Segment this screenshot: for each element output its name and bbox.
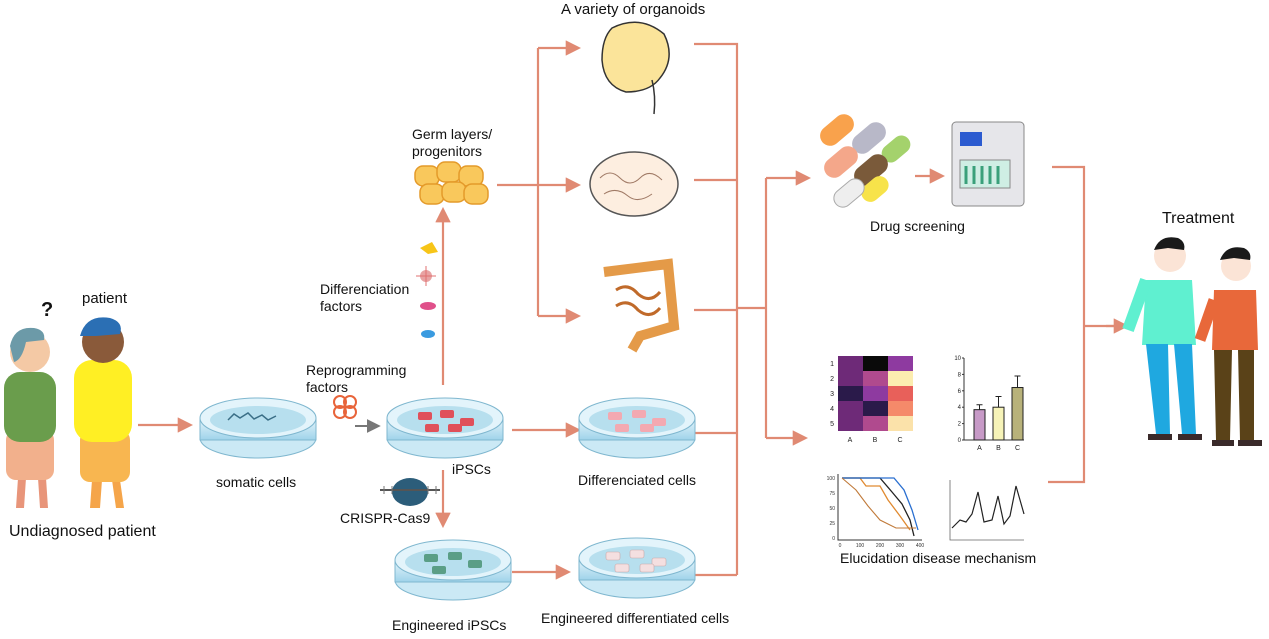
label-differenciated-cells: Differenciated cells bbox=[578, 472, 697, 488]
bar-y-tick: 0 bbox=[958, 438, 962, 444]
bar-C bbox=[1011, 387, 1024, 441]
bar-y-tick: 8 bbox=[958, 372, 962, 378]
reprogramming-factors-icon bbox=[333, 395, 357, 419]
heatmap: 1 2 3 4 5 A B C bbox=[830, 356, 913, 444]
survival-y-tick: 100 bbox=[827, 476, 836, 482]
differenciation-factors-icons bbox=[416, 242, 438, 338]
bar-x-label: C bbox=[1015, 445, 1020, 452]
germ-layers-cells-icon bbox=[414, 161, 489, 205]
treatment-person-left bbox=[1122, 237, 1202, 440]
survival-x-tick: 400 bbox=[916, 543, 925, 549]
bar-error-A bbox=[976, 404, 983, 410]
label-treatment: Treatment bbox=[1162, 210, 1235, 227]
survival-y-tick: 25 bbox=[829, 521, 835, 527]
heatmap-row-label: 1 bbox=[830, 361, 834, 368]
split-to-outputs bbox=[737, 178, 768, 438]
label-reprogramming-factors: Reprogramming factors bbox=[306, 362, 407, 395]
bar-x-label: B bbox=[996, 445, 1001, 452]
label-germ-layers: Germ layers/ progenitors bbox=[412, 126, 493, 159]
label-undiagnosed-patient: Undiagnosed patient bbox=[9, 523, 156, 540]
connector-arrows bbox=[138, 40, 1130, 580]
line-chart-peaks bbox=[949, 480, 1025, 541]
output-bracket bbox=[1048, 165, 1126, 484]
patient-figure bbox=[74, 317, 132, 508]
label-differenciation-factors: Differenciation factors bbox=[320, 281, 410, 314]
label-ipscs: iPSCs bbox=[452, 461, 491, 477]
dish-engineered-ipscs bbox=[394, 539, 512, 601]
bar-y-tick: 2 bbox=[958, 422, 962, 428]
heatmap-row-label: 2 bbox=[830, 376, 834, 383]
survival-y-tick: 75 bbox=[829, 491, 835, 497]
survival-x-tick: 0 bbox=[839, 543, 842, 549]
bar-x-label: A bbox=[977, 445, 982, 452]
label-engineered-ipscs: Engineered iPSCs bbox=[392, 617, 507, 633]
dish-ipscs bbox=[386, 397, 504, 459]
bar-error-C bbox=[1014, 375, 1021, 388]
pills-icon bbox=[820, 114, 911, 208]
undiagnosed-patient-figure bbox=[4, 327, 56, 508]
dish-differenciated bbox=[578, 397, 696, 459]
bar-y-tick: 4 bbox=[958, 405, 962, 411]
treatment-person-right bbox=[1194, 247, 1262, 446]
survival-y-tick: 0 bbox=[832, 536, 835, 542]
screening-machine-icon bbox=[951, 121, 1025, 207]
kidney-organoid-icon bbox=[601, 21, 670, 115]
label-somatic-cells: somatic cells bbox=[216, 474, 297, 490]
heatmap-row-label: 5 bbox=[830, 421, 834, 428]
survival-x-tick: 300 bbox=[896, 543, 905, 549]
bar-B bbox=[992, 406, 1005, 441]
heatmap-row-label: 4 bbox=[830, 406, 834, 413]
label-engineered-differentiated-cells: Engineered differentiated cells bbox=[541, 610, 730, 626]
label-elucidation-disease-mechanism: Elucidation disease mechanism bbox=[840, 550, 1037, 566]
heatmap-col-label: C bbox=[897, 437, 902, 444]
survival-chart: 100 75 50 25 0 0 100 200 300 400 bbox=[827, 474, 925, 549]
dish-engineered-differentiated bbox=[578, 537, 696, 599]
label-drug-screening: Drug screening bbox=[870, 218, 965, 234]
label-question-mark: ? bbox=[41, 299, 54, 321]
bar-error-B bbox=[995, 396, 1002, 408]
arrow-germ-branch bbox=[497, 48, 540, 316]
survival-x-tick: 100 bbox=[856, 543, 865, 549]
label-patient: patient bbox=[82, 290, 128, 307]
intestine-organoid-icon bbox=[603, 258, 680, 353]
label-variety-of-organoids: A variety of organoids bbox=[561, 1, 706, 18]
heatmap-col-label: A bbox=[848, 437, 853, 444]
brain-organoid-icon bbox=[589, 151, 679, 217]
bar-A bbox=[973, 409, 986, 441]
dish-somatic bbox=[199, 397, 317, 459]
merge-bracket bbox=[692, 42, 739, 577]
heatmap-row-label: 3 bbox=[830, 391, 834, 398]
label-crispr-cas9: CRISPR-Cas9 bbox=[340, 510, 431, 526]
crispr-cas9-icon bbox=[380, 478, 440, 506]
survival-y-tick: 50 bbox=[829, 506, 835, 512]
bar-y-tick: 10 bbox=[954, 356, 961, 362]
survival-x-tick: 200 bbox=[876, 543, 885, 549]
bar-chart: 0 2 4 6 8 10A B C bbox=[954, 356, 1024, 452]
heatmap-col-label: B bbox=[873, 437, 878, 444]
bar-y-tick: 6 bbox=[958, 389, 962, 395]
